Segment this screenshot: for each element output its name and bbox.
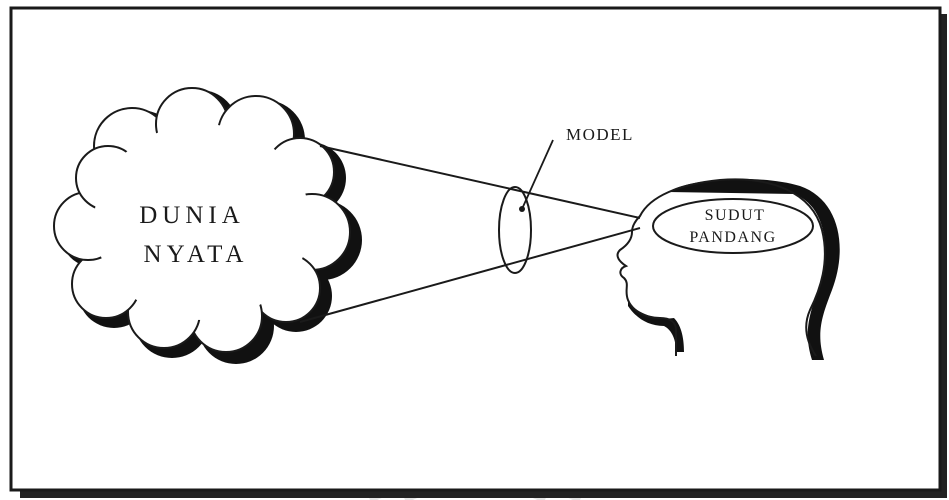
model-label: MODEL xyxy=(566,125,634,144)
cloud-label-line1: DUNIA xyxy=(139,202,245,229)
model-lens xyxy=(498,186,532,274)
sightline-lower xyxy=(299,227,641,323)
perspective-ellipse xyxy=(652,198,814,254)
cloud-fill xyxy=(94,124,310,320)
cloud-label-line2: NYATA xyxy=(144,241,249,268)
sightline-upper xyxy=(319,145,641,219)
head-label-line1: SUDUT xyxy=(705,207,766,224)
head-profile xyxy=(616,178,826,357)
head-label-line2: PANDANG xyxy=(689,229,776,246)
model-pointer xyxy=(521,139,554,210)
